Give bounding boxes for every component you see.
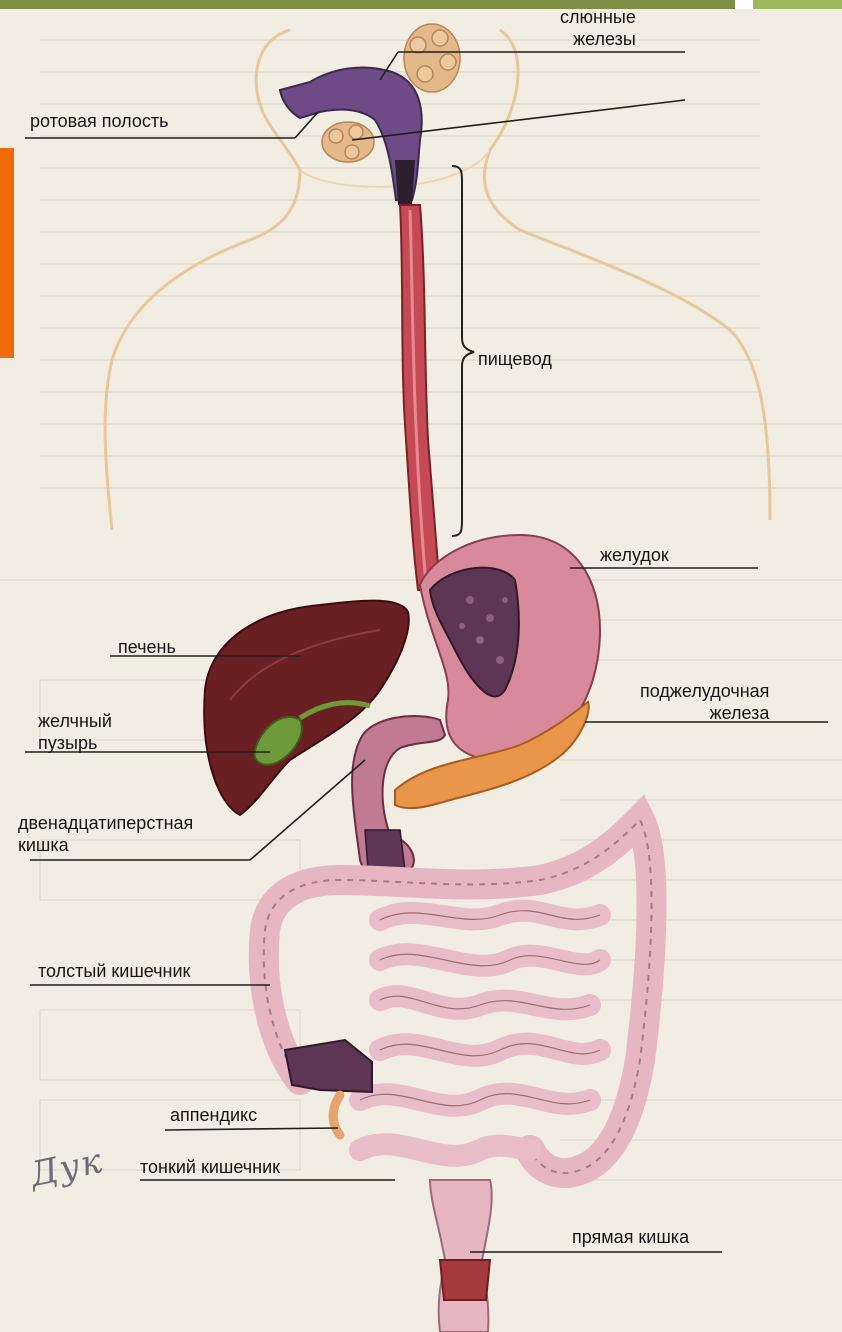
- rectum-sphincter: [440, 1260, 490, 1300]
- rectum: [430, 1180, 492, 1332]
- label-pancreas: поджелудочная железа: [640, 680, 769, 724]
- label-rectum: прямая кишка: [572, 1226, 689, 1248]
- label-salivary-glands: слюнные железы: [560, 6, 636, 50]
- esophagus: [400, 205, 440, 590]
- label-small-intestine: тонкий кишечник: [140, 1156, 280, 1178]
- body-outline: [105, 30, 770, 530]
- label-appendix: аппендикс: [170, 1104, 257, 1126]
- duodenum-cutaway: [365, 830, 405, 870]
- label-stomach: желудок: [600, 544, 669, 566]
- label-esophagus: пищевод: [478, 348, 552, 370]
- label-liver: печень: [118, 636, 176, 658]
- label-large-intestine: толстый кишечник: [38, 960, 190, 982]
- appendix: [333, 1095, 340, 1135]
- esophagus-bracket: [452, 166, 474, 536]
- label-gallbladder: желчный пузырь: [38, 710, 112, 754]
- small-intestine: [360, 911, 600, 1156]
- pharynx-shadow: [395, 160, 415, 205]
- cecum-cutaway: [285, 1040, 372, 1092]
- label-mouth-cavity: ротовая полость: [30, 110, 169, 132]
- label-duodenum: двенадцатиперстная кишка: [18, 812, 193, 856]
